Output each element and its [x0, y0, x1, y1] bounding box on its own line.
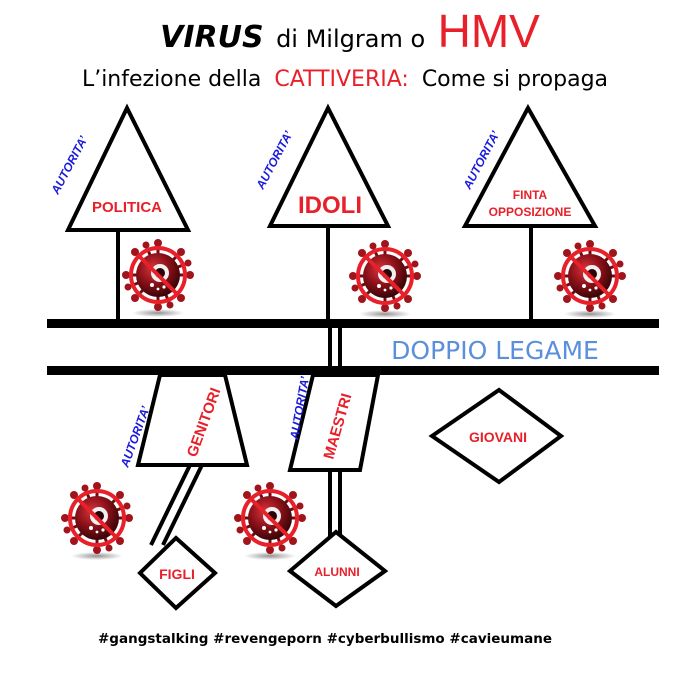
trapezoid-genitori: [135, 373, 250, 467]
label-politica: POLITICA: [92, 199, 162, 216]
label-alunni: ALUNNI: [314, 565, 359, 579]
label-idoli: IDOLI: [298, 192, 362, 219]
subtitle-suffix: Come si propaga: [422, 67, 608, 92]
subtitle-line: L’infezione della CATTIVERIA: Come si pr…: [82, 67, 608, 92]
title-hmv: HMV: [438, 5, 541, 57]
virus-icon: [552, 238, 628, 320]
bottom-bar: [47, 366, 659, 375]
label-giovani: GIOVANI: [469, 429, 527, 445]
trapezoid-maestri: [287, 373, 381, 472]
virus-icon: [59, 480, 135, 562]
diamond-figli: [137, 535, 218, 611]
title-line: VIRUS di Milgram o HMV: [160, 5, 540, 57]
virus-icon: [347, 238, 423, 320]
title-virus: VIRUS: [160, 20, 263, 55]
triangle-politica: [64, 103, 192, 232]
title-middle: di Milgram o: [276, 25, 425, 53]
subtitle-highlight: CATTIVERIA:: [274, 67, 408, 92]
diamond-giovani: [428, 387, 565, 485]
virus-icon: [232, 480, 308, 562]
authority-label-politica: AUTORITA’: [48, 133, 91, 197]
subtitle-prefix: L’infezione della: [82, 67, 261, 92]
diamond-alunni: [286, 529, 389, 609]
connector-genitori-figli-a: [149, 464, 192, 546]
label-finta-line1: FINTA: [513, 188, 548, 202]
doppio-legame-label: DOPPIO LEGAME: [391, 336, 599, 365]
virus-icon: [120, 237, 196, 319]
connector-genitori-figli-b: [161, 464, 204, 546]
label-figli: FIGLI: [159, 566, 195, 582]
hashtags: #gangstalking #revengeporn #cyberbullism…: [98, 631, 552, 647]
top-bar: [47, 319, 659, 328]
label-finta-line2: OPPOSIZIONE: [489, 205, 572, 219]
